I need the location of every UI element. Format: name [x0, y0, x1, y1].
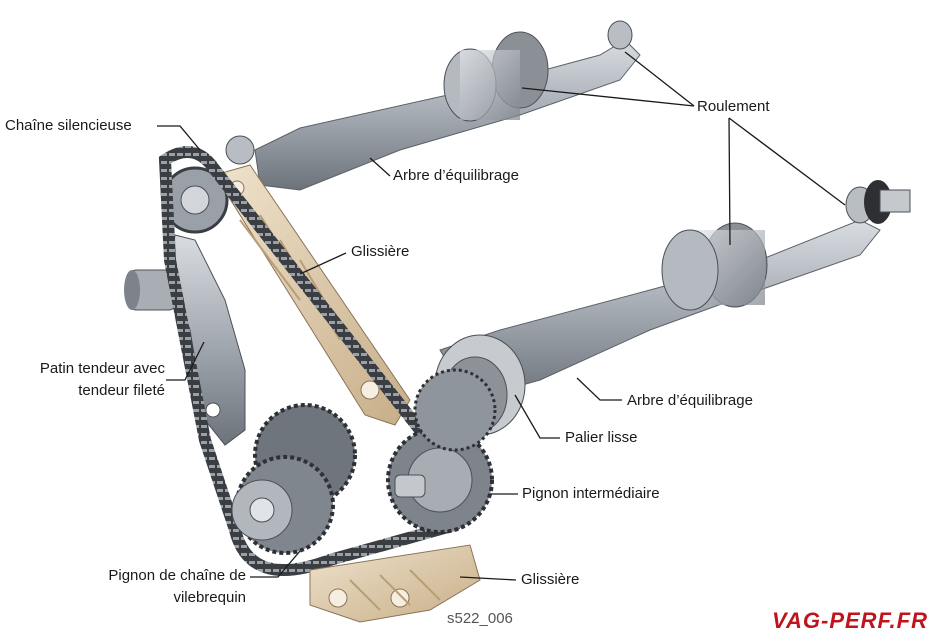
- label-pignon-chaine-line2: vilebrequin: [173, 589, 246, 606]
- intermediate-gear: [386, 368, 497, 534]
- label-arbre-equilibrage-bottom: Arbre d’équilibrage: [627, 392, 753, 409]
- label-glissiere-top: Glissière: [351, 243, 410, 260]
- label-arbre-equilibrage-top: Arbre d’équilibrage: [393, 167, 519, 184]
- crankshaft-sprocket: [231, 403, 357, 555]
- upper-balance-shaft: [254, 20, 641, 191]
- label-patin-tendeur-line1: Patin tendeur avec: [39, 360, 165, 377]
- watermark-logo: VAG-PERF.FR: [771, 608, 928, 633]
- lower-guide-rail: [309, 544, 481, 623]
- label-pignon-chaine-line1: Pignon de chaîne de: [108, 567, 246, 584]
- figure-caption: s522_006: [447, 610, 513, 627]
- label-pignon-intermediaire: Pignon intermédiaire: [522, 485, 660, 502]
- label-roulement: Roulement: [697, 98, 770, 115]
- label-palier-lisse: Palier lisse: [565, 429, 638, 446]
- leader-lines: [157, 51, 846, 581]
- label-chaine-silencieuse: Chaîne silencieuse: [5, 117, 132, 134]
- label-patin-tendeur-line2: tendeur fileté: [78, 382, 165, 399]
- label-glissiere-bottom: Glissière: [521, 571, 580, 588]
- tensioner-pad: [124, 234, 246, 446]
